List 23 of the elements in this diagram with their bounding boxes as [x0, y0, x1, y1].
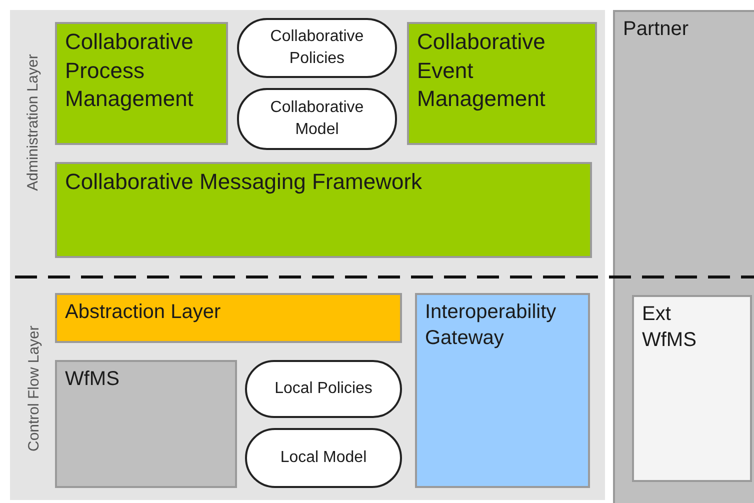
process-box [415, 293, 590, 488]
layer-label: Administration Layer [24, 53, 42, 193]
process-box [55, 293, 402, 343]
layer-label: Control Flow Layer [26, 328, 42, 452]
process-box [55, 22, 228, 145]
box-label: Interoperability Gateway [425, 300, 558, 351]
process-box [613, 10, 754, 503]
box-label: Collaborative Policies [269, 26, 365, 69]
process-box [55, 162, 592, 258]
box-label: Collaborative Messaging Framework [65, 168, 422, 196]
box-label: Local Policies [274, 378, 372, 399]
box-label: Collaborative Process Management [65, 28, 194, 114]
box-label: Ext WfMS [642, 302, 698, 353]
process-box [632, 295, 752, 482]
box-label: Collaborative Model [269, 98, 365, 140]
process-box [55, 360, 237, 488]
box-label: Abstraction Layer [65, 300, 221, 325]
rounded-box [237, 88, 397, 150]
box-label: Partner [623, 17, 689, 42]
box-label: Collaborative Event Management [417, 28, 546, 114]
box-label: Local Model [280, 448, 367, 468]
box-label: WfMS [65, 367, 120, 392]
process-box [407, 22, 597, 145]
